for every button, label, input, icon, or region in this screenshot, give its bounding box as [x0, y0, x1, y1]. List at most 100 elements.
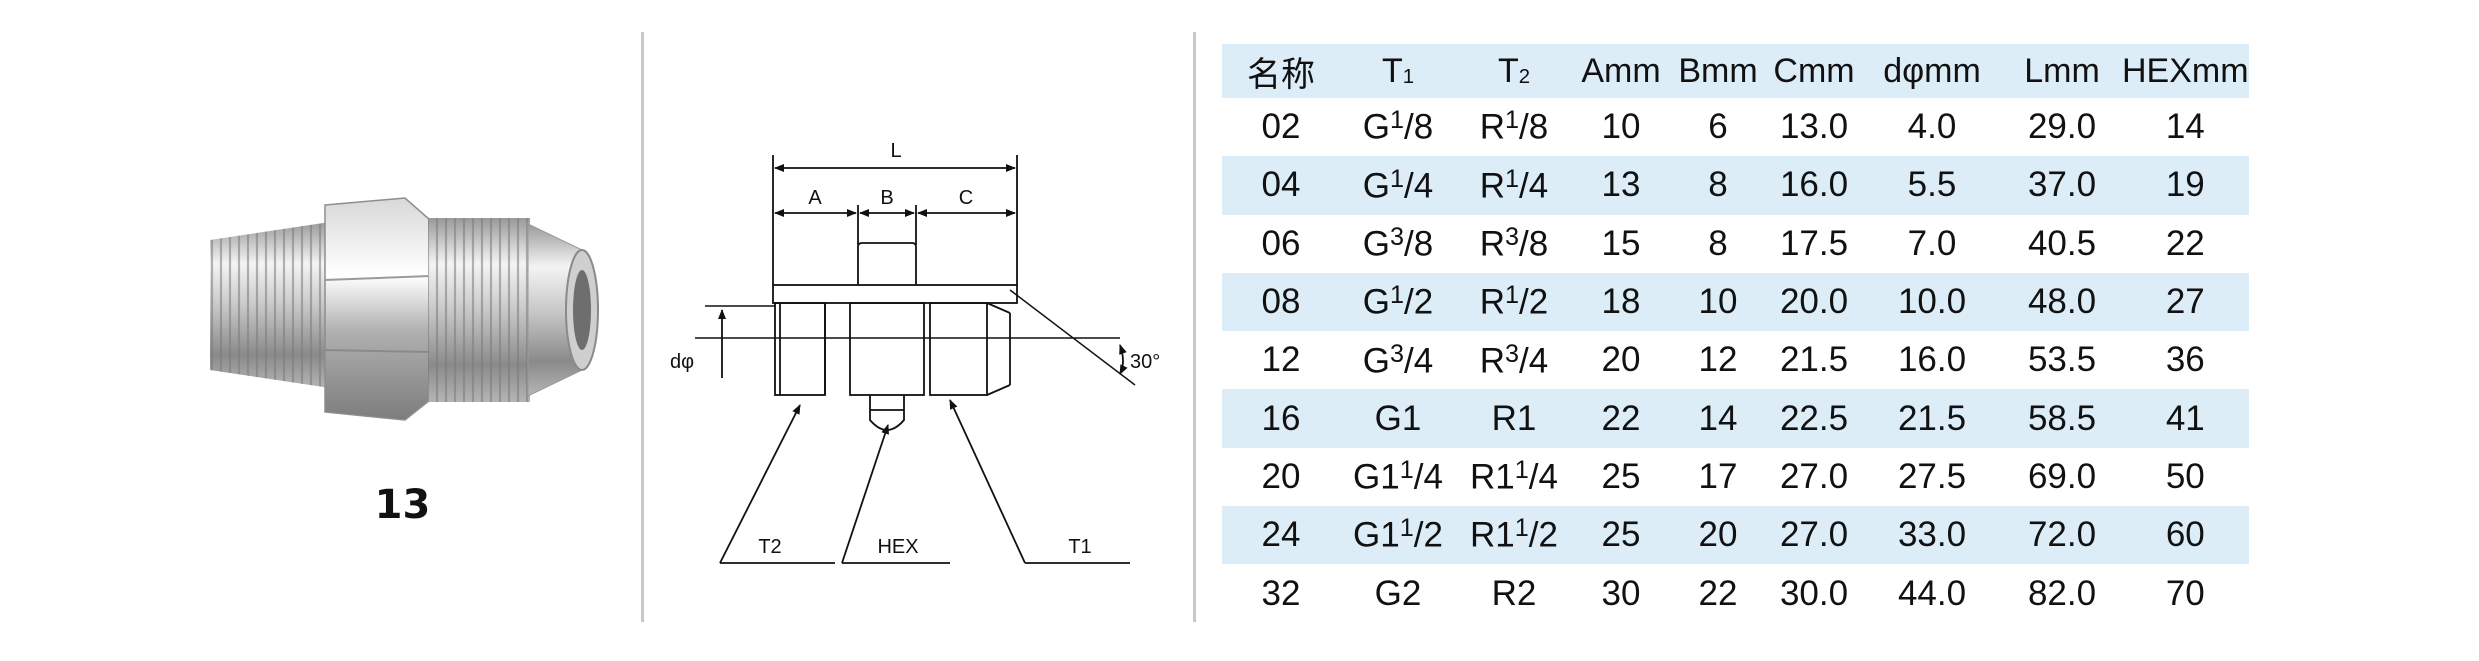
table-header-cell: T2 [1456, 44, 1572, 98]
leader-label-HEX: HEX [877, 536, 918, 558]
table-cell: 48.0 [2002, 272, 2122, 332]
table-cell: 29.0 [2027, 107, 2097, 147]
table-cell: 20.0 [1766, 272, 1862, 332]
table-row: 20 G11/4 R11/4 25 17 27.0 27.5 69.0 50 [1222, 448, 2249, 506]
table-cell: 20 [1261, 456, 1301, 496]
table-cell: G11/2 [1340, 506, 1456, 565]
divider-left [641, 32, 644, 622]
table-cell: 14 [1670, 389, 1766, 448]
table-cell: 27.0 [1779, 456, 1849, 496]
table-cell: G1/4 [1340, 156, 1456, 215]
table-cell: 17 [1698, 456, 1738, 496]
table-cell: 10 [1601, 107, 1641, 147]
table-cell: 8 [1708, 223, 1728, 263]
table-header-cell: T1 [1340, 44, 1456, 98]
table-cell: 36 [2165, 340, 2205, 380]
table-cell: 4.0 [1907, 107, 1957, 147]
table-header-cell: HEXmm [2122, 44, 2249, 98]
table-cell: R3/4 [1479, 339, 1549, 381]
table-cell: 12 [1261, 340, 1301, 380]
table-cell: G1/2 [1340, 272, 1456, 332]
table-cell: 16 [1222, 389, 1340, 448]
table-cell: G3/8 [1362, 222, 1434, 264]
table-cell: 04 [1222, 156, 1340, 215]
table-cell: 21.5 [1779, 340, 1849, 380]
technical-drawing: L A B C dφ 30° [670, 140, 1160, 564]
table-cell: 21.5 [1862, 389, 2002, 448]
table-cell: R11/2 [1456, 506, 1572, 565]
table-cell: G1/8 [1362, 106, 1434, 147]
product-photo-panel: 13 [0, 0, 640, 656]
table-cell: 44.0 [1897, 573, 1967, 613]
dim-label-A: A [808, 187, 822, 209]
table-cell: 10 [1670, 272, 1766, 332]
table-cell: R11/4 [1470, 456, 1558, 497]
table-cell: 7.0 [1907, 223, 1957, 263]
table-cell: 25 [1601, 456, 1641, 496]
table-cell: 5.5 [1862, 156, 2002, 215]
table-cell: 22 [1698, 573, 1738, 613]
table-cell: R3/8 [1479, 222, 1549, 264]
dim-label-C: C [959, 187, 973, 209]
fitting-photo [210, 197, 599, 421]
table-cell: 53.5 [2027, 340, 2097, 380]
leader-label-T1: T1 [1068, 536, 1091, 558]
angle-label: 30° [1130, 351, 1160, 373]
table-cell: 17.5 [1779, 223, 1849, 263]
table-cell: 22.5 [1766, 389, 1862, 448]
divider-right [1193, 32, 1196, 622]
table-cell: 16.0 [1897, 340, 1967, 380]
table-cell: 20 [1670, 506, 1766, 565]
table-cell: 30 [1601, 573, 1641, 613]
table-cell: 6 [1708, 107, 1728, 147]
table-cell: 50 [2165, 456, 2205, 496]
dim-label-d: dφ [670, 351, 694, 373]
table-cell: 20 [1601, 340, 1641, 380]
table-header-cell: Bmm [1670, 44, 1766, 98]
table-cell: 13 [1572, 156, 1670, 215]
table-cell: 58.5 [2002, 389, 2122, 448]
table-cell: R1/4 [1456, 156, 1572, 215]
table-cell: 60 [2122, 506, 2249, 565]
dim-label-B: B [880, 187, 893, 209]
table-cell: G1 [1340, 389, 1456, 448]
table-cell: 14 [2165, 107, 2205, 147]
table-cell: 12 [1698, 340, 1738, 380]
table-cell: 37.0 [2002, 156, 2122, 215]
model-number: 13 [374, 482, 431, 528]
table-header-cell: dφmm [1862, 44, 2002, 98]
table-header-cell: 名称 [1222, 44, 1340, 98]
table-cell: 08 [1222, 272, 1340, 332]
table-cell: 22 [2165, 223, 2205, 263]
table-cell: 16.0 [1766, 156, 1862, 215]
table-cell: G2 [1374, 573, 1422, 613]
leader-label-T2: T2 [758, 536, 781, 558]
table-cell: 82.0 [2027, 573, 2097, 613]
table-cell: 70 [2165, 573, 2205, 613]
dim-label-L: L [890, 140, 901, 162]
table-cell: 27.5 [1897, 456, 1967, 496]
table-cell: 72.0 [2002, 506, 2122, 565]
table-cell: 69.0 [2027, 456, 2097, 496]
table-cell: 27.0 [1766, 506, 1862, 565]
table-header-cell: Cmm [1766, 44, 1862, 98]
table-cell: 41 [2122, 389, 2249, 448]
table-cell: G11/4 [1353, 456, 1443, 497]
table-cell: 25 [1572, 506, 1670, 565]
table-cell: 32 [1261, 573, 1301, 613]
technical-drawing-panel: L A B C dφ 30° [650, 0, 1190, 656]
table-cell: 15 [1601, 223, 1641, 263]
table-cell: 27 [2122, 272, 2249, 332]
table-cell: 19 [2122, 156, 2249, 215]
table-cell: 06 [1261, 223, 1301, 263]
